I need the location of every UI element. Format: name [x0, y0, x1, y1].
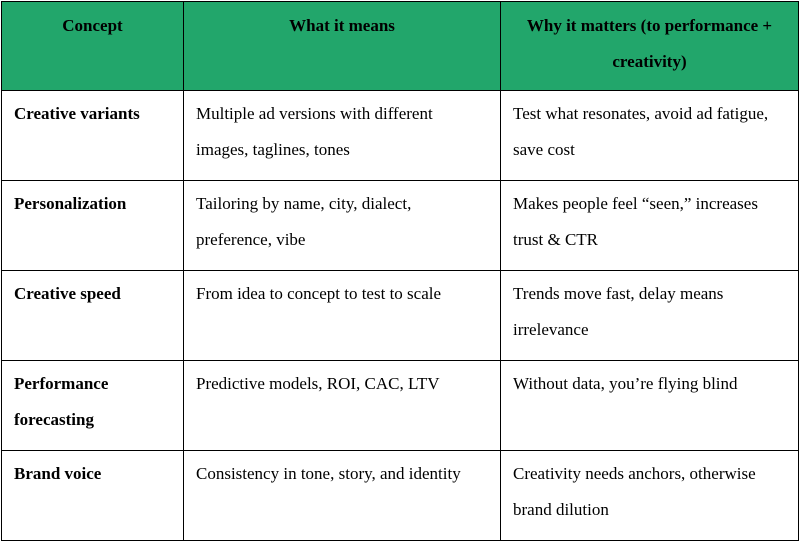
- why-cell: Without data, you’re flying blind: [500, 360, 799, 451]
- why-cell: Test what resonates, avoid ad fatigue, s…: [500, 90, 799, 181]
- meaning-cell: Predictive models, ROI, CAC, LTV: [183, 360, 501, 451]
- header-concept: Concept: [1, 1, 184, 91]
- header-row: Concept What it means Why it matters (to…: [1, 1, 799, 91]
- header-what-it-means: What it means: [183, 1, 501, 91]
- why-cell: Creativity needs anchors, otherwise bran…: [500, 450, 799, 541]
- table-header: Concept What it means Why it matters (to…: [1, 1, 799, 91]
- table-row: Creative variants Multiple ad versions w…: [1, 90, 799, 181]
- table-body: Creative variants Multiple ad versions w…: [1, 90, 799, 541]
- concept-cell: Personalization: [1, 180, 184, 271]
- why-cell: Trends move fast, delay means irrelevanc…: [500, 270, 799, 361]
- meaning-cell: Consistency in tone, story, and identity: [183, 450, 501, 541]
- concept-cell: Creative variants: [1, 90, 184, 181]
- meaning-cell: Tailoring by name, city, dialect, prefer…: [183, 180, 501, 271]
- table-row: Personalization Tailoring by name, city,…: [1, 180, 799, 271]
- header-why-it-matters: Why it matters (to performance + creativ…: [500, 1, 799, 91]
- concept-cell: Brand voice: [1, 450, 184, 541]
- meaning-cell: Multiple ad versions with different imag…: [183, 90, 501, 181]
- meaning-cell: From idea to concept to test to scale: [183, 270, 501, 361]
- concept-cell: Creative speed: [1, 270, 184, 361]
- table-row: Brand voice Consistency in tone, story, …: [1, 450, 799, 541]
- table-row: Performance forecasting Predictive model…: [1, 360, 799, 451]
- why-cell: Makes people feel “seen,” increases trus…: [500, 180, 799, 271]
- table-row: Creative speed From idea to concept to t…: [1, 270, 799, 361]
- concept-cell: Performance forecasting: [1, 360, 184, 451]
